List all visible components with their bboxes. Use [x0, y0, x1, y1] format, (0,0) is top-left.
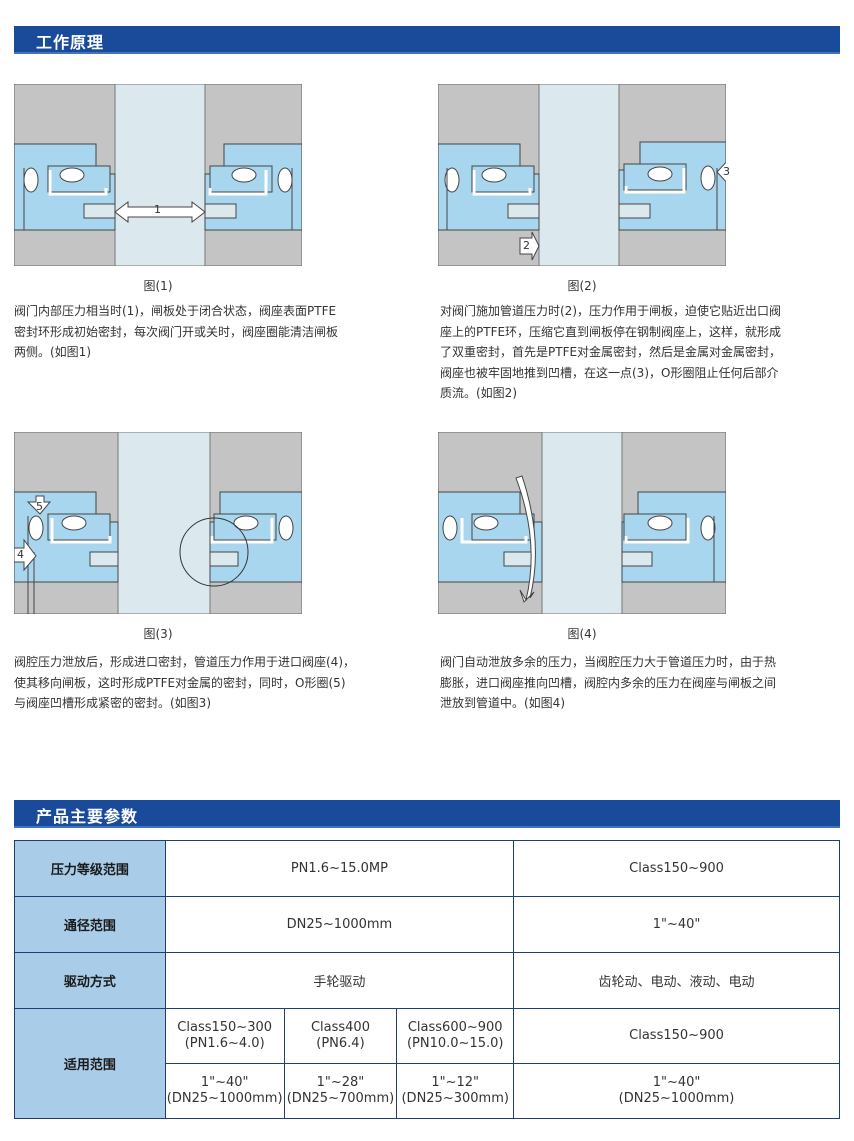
parameters-table: 压力等级范围 PN1.6~15.0MP Class150~900 通径范围 DN…	[14, 840, 840, 1119]
diagram-figure-3: 5 4	[14, 432, 302, 614]
table-cell: 1"~40"	[513, 896, 840, 953]
table-row-drive: 驱动方式 手轮驱动 齿轮动、电动、液动、电动	[14, 952, 840, 1009]
table-cell: DN25~1000mm	[164, 896, 515, 953]
table-cell: 齿轮动、电动、液动、电动	[513, 952, 840, 1009]
figure-description: 阀腔压力泄放后，形成进口密封，管道压力作用于进口阀座(4)， 使其移向闸板，这时…	[14, 655, 356, 710]
figure-description: 阀门自动泄放多余的压力，当阀腔压力大于管道压力时，由于热 膨胀，进口阀座推向凹槽…	[440, 655, 777, 710]
callout-label: 1	[154, 203, 161, 216]
row-header: 驱动方式	[14, 952, 166, 1009]
table-cell: 1"~40"(DN25~1000mm)	[513, 1063, 840, 1119]
section-header-working-principle: 工作原理	[14, 26, 840, 54]
table-cell: PN1.6~15.0MP	[164, 840, 515, 897]
table-cell: Class400(PN6.4)	[283, 1008, 398, 1064]
callout-label: 3	[723, 165, 730, 178]
section-title: 工作原理	[36, 33, 105, 52]
callout-label: 2	[523, 239, 530, 252]
figure-caption: 图(2)	[567, 279, 597, 293]
diagram-figure-1: 1	[14, 84, 302, 266]
table-row-application-sizes: 1"~40"(DN25~1000mm) 1"~28"(DN25~700mm) 1…	[15, 1063, 840, 1119]
table-cell: 1"~12"(DN25~300mm)	[396, 1063, 515, 1119]
figure-caption: 图(4)	[567, 627, 597, 641]
section-header-parameters: 产品主要参数	[14, 800, 840, 828]
table-row-pressure: 压力等级范围 PN1.6~15.0MP Class150~900	[14, 840, 840, 897]
figure-caption: 图(3)	[143, 627, 173, 641]
table-cell: 1"~40"(DN25~1000mm)	[164, 1063, 285, 1119]
table-row-bore: 通径范围 DN25~1000mm 1"~40"	[14, 896, 840, 953]
table-cell: 手轮驱动	[164, 952, 515, 1009]
figure-caption: 图(1)	[143, 279, 173, 293]
table-cell: Class600~900(PN10.0~15.0)	[396, 1008, 515, 1064]
row-header: 通径范围	[14, 896, 166, 953]
callout-label: 5	[36, 500, 43, 513]
figure-description: 对阀门施加管道压力时(2)，压力作用于闸板，迫使它贴近出口阀 座上的PTFE环，…	[440, 304, 782, 400]
diagram-figure-4	[438, 432, 726, 614]
callout-label: 4	[17, 548, 24, 561]
table-cell: Class150~900	[513, 840, 840, 897]
table-cell: Class150~300(PN1.6~4.0)	[164, 1008, 285, 1064]
row-header: 适用范围	[14, 1008, 166, 1119]
table-row-application: 适用范围 Class150~300(PN1.6~4.0) Class400(PN…	[14, 1008, 840, 1119]
row-header: 压力等级范围	[14, 840, 166, 897]
diagram-figure-2: 2 3	[438, 84, 730, 266]
section-title: 产品主要参数	[36, 807, 139, 826]
figure-description: 阀门内部压力相当时(1)，闸板处于闭合状态，阀座表面PTFE 密封环形成初始密封…	[14, 304, 339, 359]
table-cell: Class150~900	[513, 1008, 840, 1064]
table-cell: 1"~28"(DN25~700mm)	[283, 1063, 398, 1119]
